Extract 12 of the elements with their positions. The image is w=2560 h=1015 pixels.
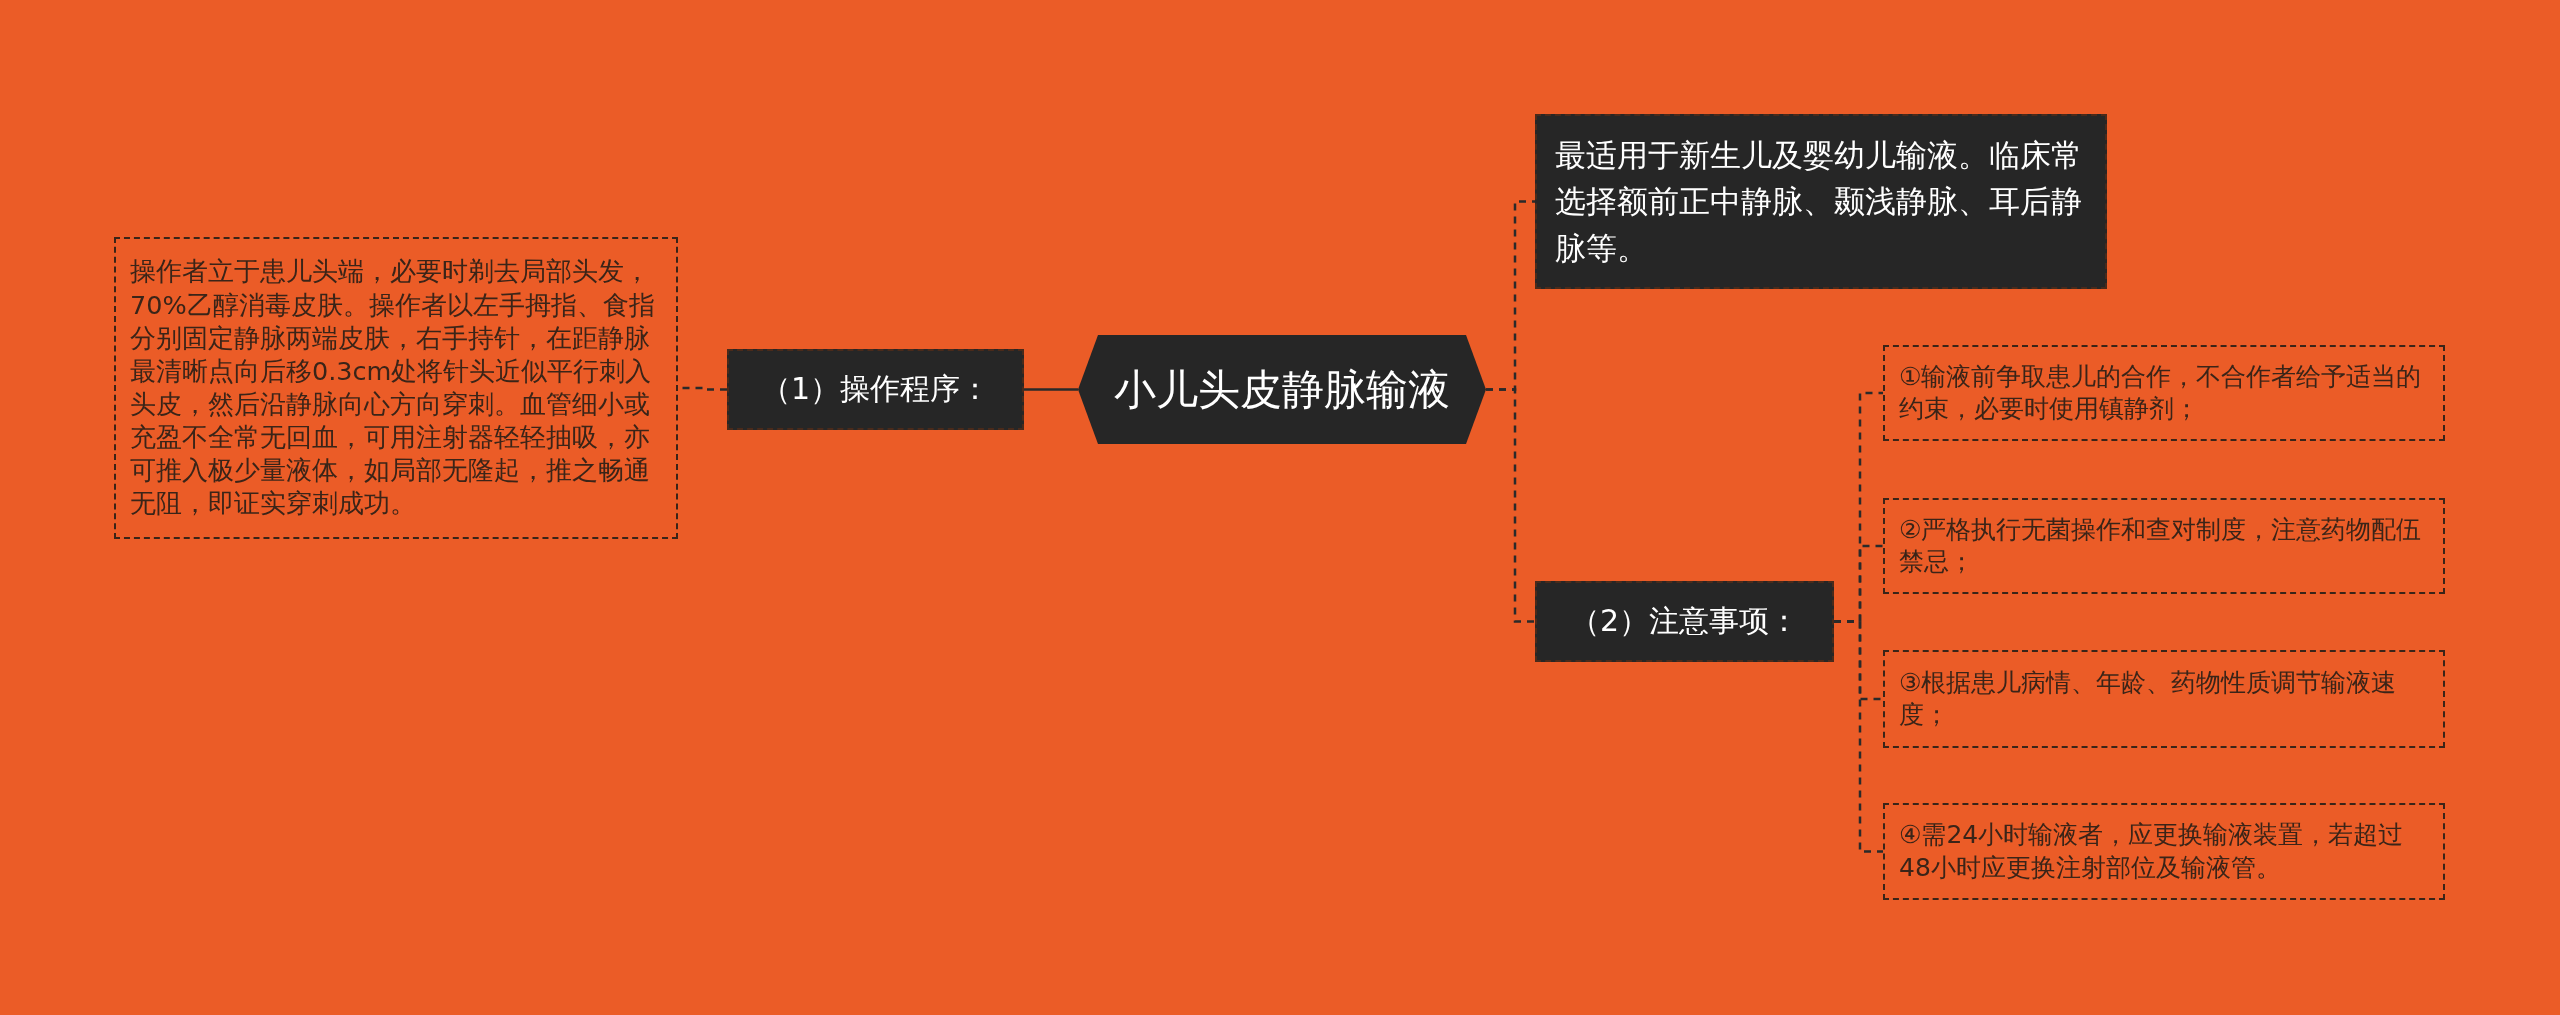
note-box: ③根据患儿病情、年龄、药物性质调节输液速度； <box>1883 650 2445 748</box>
connector-line <box>1024 388 1078 391</box>
note-box: ②严格执行无菌操作和查对制度，注意药物配伍禁忌； <box>1883 498 2445 594</box>
hexagon-node: 小儿头皮静脉输液 <box>1078 335 1486 444</box>
connector-line <box>1486 388 1535 623</box>
note-box: ①输液前争取患儿的合作，不合作者给予适当的约束，必要时使用镇静剂； <box>1883 345 2445 441</box>
note-box: ④需24小时输液者，应更换输液装置，若超过48小时应更换注射部位及输液管。 <box>1883 803 2445 900</box>
connector-line <box>1834 620 1883 853</box>
note-box: 操作者立于患儿头端，必要时剃去局部头发，70%乙醇消毒皮肤。操作者以左手拇指、食指分别固定静脉两端皮肤，右手持针，在距静脉最清晰点向后移0.3cm处将针头近似平行刺入头皮，然后沿静脉向心方向穿刺。血管细小或充盈不全常无回血，可用注射器轻轻抽吸，亦可推入极少量液体，如局部无隆起，推之畅通无阻，即证实穿刺成功。 <box>114 237 678 539</box>
topic-box: （1）操作程序： <box>727 349 1024 430</box>
topic-box: 最适用于新生儿及婴幼儿输液。临床常选择额前正中静脉、颞浅静脉、耳后静脉等。 <box>1535 114 2107 289</box>
topic-box: （2）注意事项： <box>1535 581 1834 662</box>
